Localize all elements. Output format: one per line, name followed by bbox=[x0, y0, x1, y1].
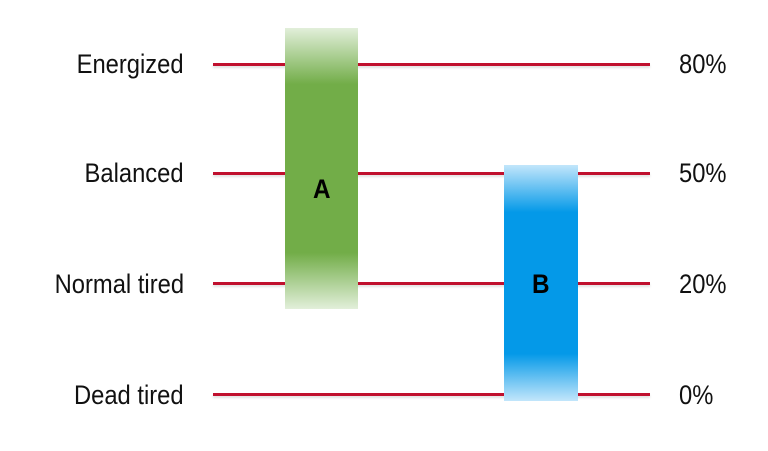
level-line-balanced bbox=[213, 172, 650, 175]
level-percent: 20% bbox=[679, 269, 727, 299]
bar-label-b: B bbox=[532, 269, 550, 299]
level-percent: 80% bbox=[679, 49, 727, 79]
range-bar-b: B bbox=[504, 165, 578, 401]
level-percent: 0% bbox=[679, 380, 714, 410]
level-label: Energized bbox=[76, 49, 184, 79]
level-percent: 50% bbox=[679, 158, 727, 188]
level-label: Dead tired bbox=[74, 380, 184, 410]
level-label: Balanced bbox=[84, 158, 184, 188]
level-label: Normal tired bbox=[54, 269, 184, 299]
level-line-normal-tired bbox=[213, 282, 650, 285]
level-line-dead-tired bbox=[213, 393, 650, 396]
range-bar-a: A bbox=[285, 28, 358, 309]
level-line-energized bbox=[213, 63, 650, 66]
bar-label-a: A bbox=[312, 174, 331, 204]
